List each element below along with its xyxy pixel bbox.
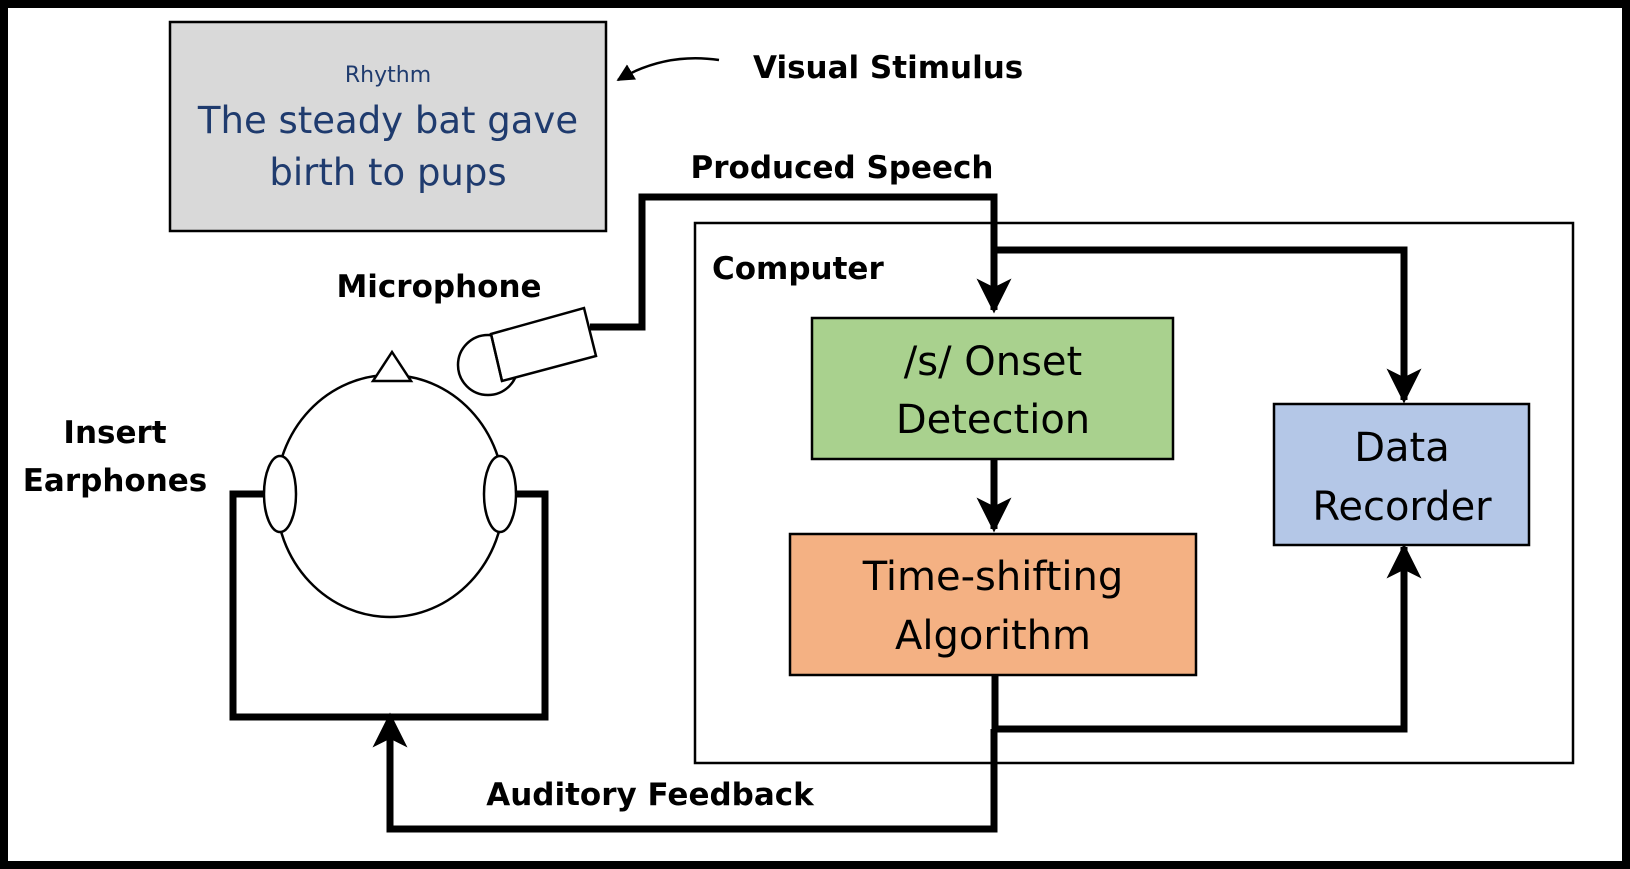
nose-marker [370,349,414,383]
onset-detection-box [810,316,1175,461]
insert-earphones-label-line1: Insert [63,415,166,451]
stimulus-cue: Rhythm [345,63,431,88]
microphone-icon [456,306,598,397]
stimulus-sentence-line2: birth to pups [269,151,506,194]
onset-detection-line2: Detection [896,397,1090,443]
auditory-feedback-wire [372,712,998,833]
auditory-feedback-label: Auditory Feedback [486,777,815,813]
left-earphone [262,454,298,534]
produced-speech-wire [590,193,1012,331]
data-recorder-line2: Recorder [1312,484,1492,530]
onset-detection-line1: /s/ Onset [904,339,1082,385]
speech-to-recorder-wire [994,246,1422,404]
algorithm-to-recorder-wire [991,543,1422,733]
visual-stimulus-label: Visual Stimulus [753,50,1023,86]
time-shifting-line1: Time-shifting [862,554,1124,600]
produced-speech-label: Produced Speech [691,150,994,186]
insert-earphones-label-line2: Earphones [23,463,208,499]
computer-label: Computer [712,251,884,287]
computer-box [693,221,1575,765]
time-shifting-box [788,532,1198,677]
head-outline [274,373,506,619]
earphone-cable [229,490,549,721]
right-earphone [482,454,518,534]
data-recorder-line1: Data [1354,425,1450,471]
visual-stimulus-box [168,20,608,233]
visual-stimulus-pointer-arrow [616,57,720,82]
time-shifting-line2: Algorithm [895,613,1091,659]
microphone-label: Microphone [336,269,541,305]
data-recorder-box [1272,402,1531,547]
stimulus-sentence-line1: The steady bat gave [197,99,578,142]
